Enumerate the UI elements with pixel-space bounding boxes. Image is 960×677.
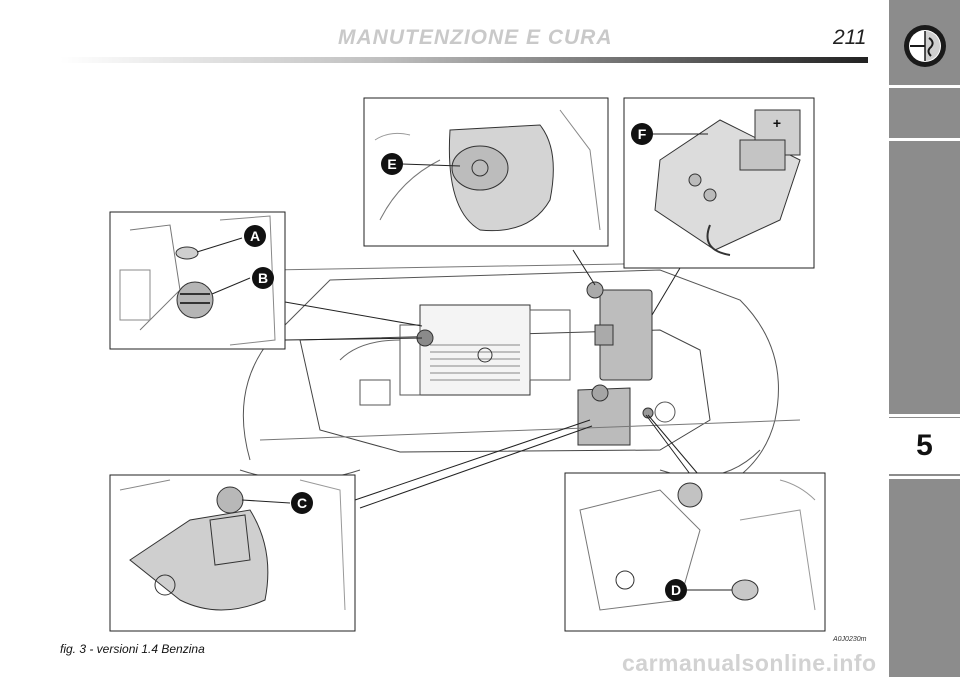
inset-panel-f [623,97,815,269]
battery-plus-symbol: + [773,115,781,131]
callout-c: C [291,492,313,514]
callout-label: E [387,156,396,172]
callout-label: D [671,582,681,598]
inset-panel-e [363,97,609,247]
callout-a: A [244,225,266,247]
engine-bay-drawing [239,261,801,511]
watermark: carmanualsonline.info [622,650,877,676]
side-tab-divider [889,476,960,479]
figure-caption: fig. 3 - versioni 1.4 Benzina [60,642,205,656]
callout-b: B [252,267,274,289]
engine-bay-figure: A B C D E F + [109,97,826,632]
callout-f: F [631,123,653,145]
callout-label: A [250,228,260,244]
side-tab-divider [889,85,960,88]
inset-panel-d [564,472,826,632]
page-number: 211 [833,26,867,49]
inset-panel-c [109,474,356,632]
figure-code: A0J0230m [833,636,867,643]
side-tab-divider [889,138,960,141]
side-tab-divider [889,414,960,417]
callout-e: E [381,153,403,175]
callout-label: B [258,270,268,286]
chapter-number: 5 [916,429,933,462]
alfa-romeo-badge-icon [904,25,946,67]
chapter-side-tab [889,0,960,677]
page-header-title: MANUTENZIONE E CURA [338,26,613,49]
callout-label: C [297,495,307,511]
leader-lines [284,249,699,509]
chapter-tab: 5 [889,418,960,474]
callout-label: F [638,126,647,142]
header-rule [60,57,868,63]
callout-d: D [665,579,687,601]
